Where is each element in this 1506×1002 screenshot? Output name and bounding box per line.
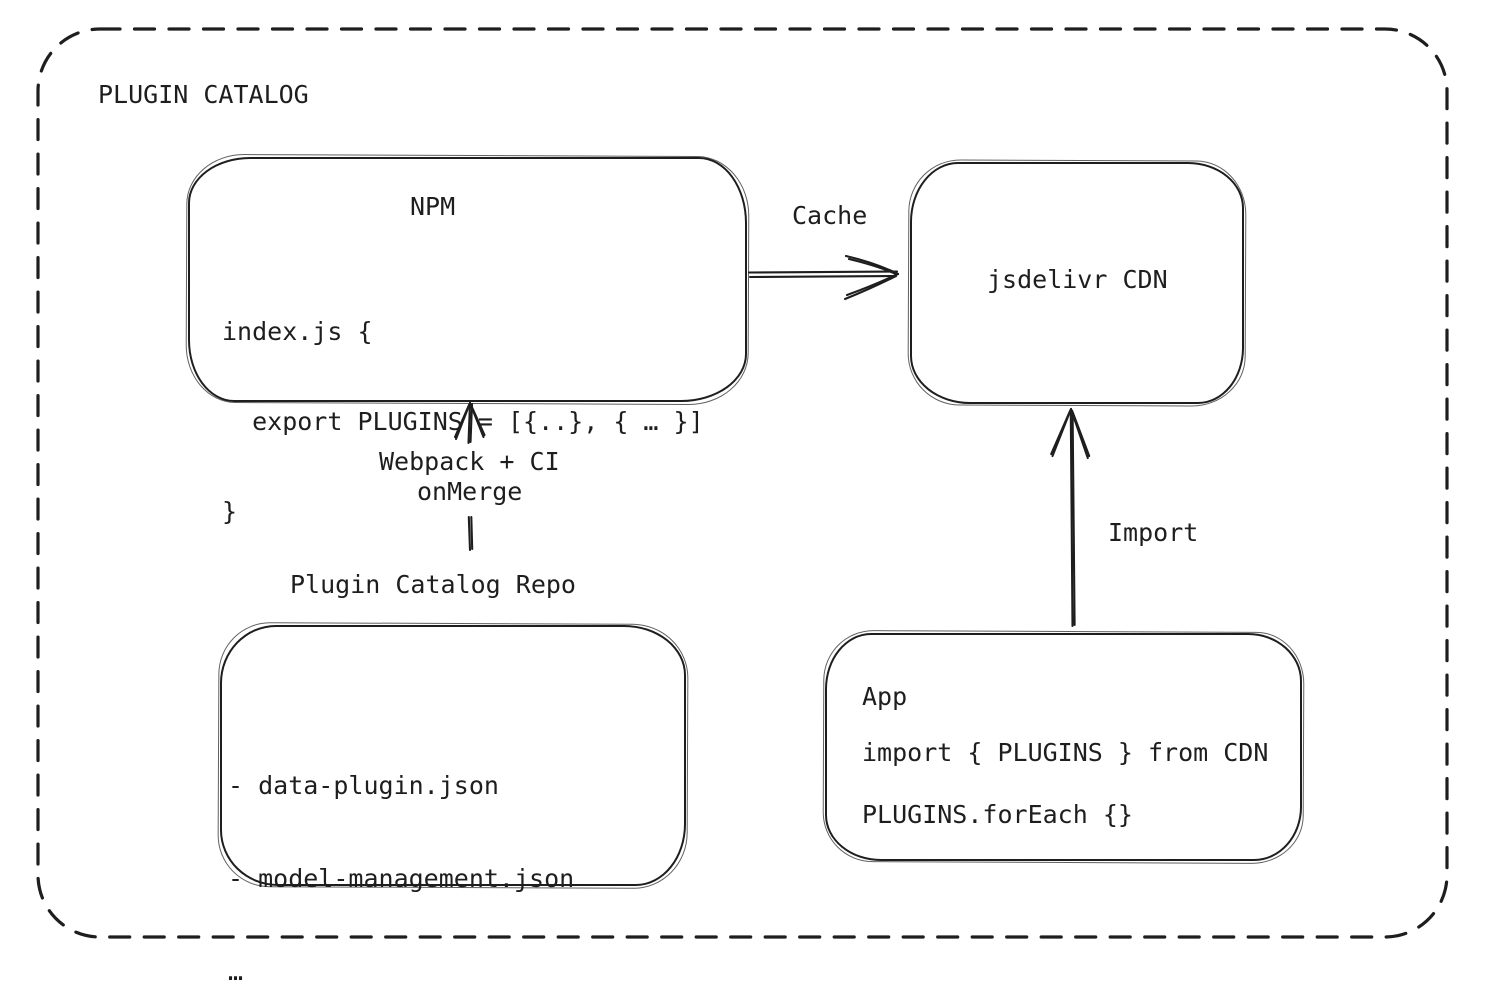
import-arrow [1050,407,1091,628]
repo-file-item: - model-management.json [228,864,575,893]
repo-file-list: - data-plugin.json - model-management.js… [228,708,574,1002]
build-arrow-label-line2: onMerge [417,477,523,506]
npm-code-line: index.js { [222,317,373,346]
build-arrow-label-line1: Webpack + CI [379,447,560,476]
repo-label: Plugin Catalog Repo [290,570,576,599]
repo-file-item: … [228,957,244,986]
frame-title: PLUGIN CATALOG [98,80,309,109]
repo-file-item: - data-plugin.json [228,771,499,800]
cache-arrow [747,254,900,301]
app-code-line: PLUGINS.forEach {} [862,800,1133,829]
cdn-label: jsdelivr CDN [987,265,1168,294]
app-code-line: import { PLUGINS } from CDN [862,738,1269,767]
npm-code: index.js { export PLUGINS = [{..}, { … }… [222,257,704,587]
cache-arrow-label: Cache [792,201,868,230]
npm-title: NPM [410,192,456,221]
npm-code-line: export PLUGINS = [{..}, { … }] [222,407,704,436]
app-title: App [862,682,908,711]
import-arrow-label: Import [1108,518,1199,547]
